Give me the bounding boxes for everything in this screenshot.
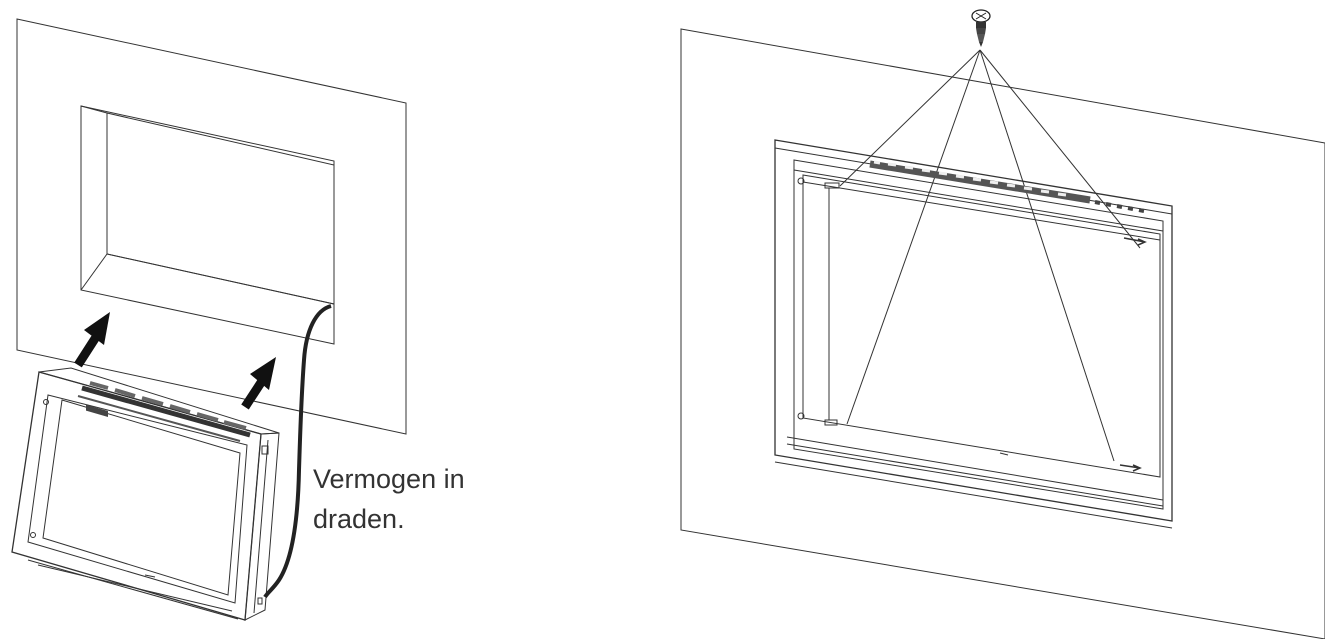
wall-recess-inner bbox=[106, 112, 335, 305]
fireplace-insert bbox=[11, 367, 280, 621]
left-step-panel: Vermogen in draden. bbox=[11, 18, 472, 621]
power-cable-label-line1: Vermogen in bbox=[313, 464, 465, 494]
insert-arrow-right bbox=[241, 357, 276, 410]
power-cable bbox=[263, 304, 332, 599]
insert-arrow-left bbox=[74, 312, 110, 368]
wall-recess-outer bbox=[80, 105, 335, 345]
top-vent-slots bbox=[77, 381, 251, 442]
power-cable-label-line2: draden. bbox=[313, 504, 405, 534]
power-cable-label: Vermogen in draden. bbox=[313, 464, 472, 534]
right-step-panel bbox=[680, 9, 1325, 639]
frame-vent-strip bbox=[869, 160, 1145, 213]
left-wall bbox=[16, 18, 407, 435]
screw-guide-lines bbox=[839, 49, 1141, 462]
right-wall bbox=[680, 28, 1325, 639]
fireplace-frame bbox=[774, 139, 1173, 529]
screw-icon bbox=[971, 9, 991, 47]
